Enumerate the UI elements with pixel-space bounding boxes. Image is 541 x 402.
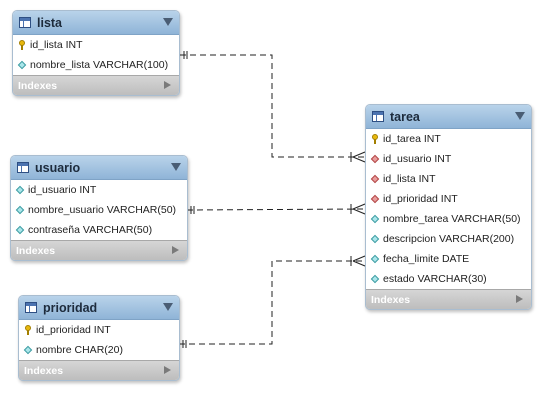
table-icon [25, 302, 37, 313]
table-header[interactable]: usuario [11, 156, 187, 180]
collapse-toggle-icon[interactable] [163, 18, 173, 26]
table-header[interactable]: tarea [366, 105, 531, 129]
table-prioridad[interactable]: prioridad id_prioridad INT nombre CHAR(2… [18, 295, 180, 381]
primary-key-icon [18, 40, 26, 50]
column-diamond-icon [23, 345, 33, 355]
table-icon [17, 162, 29, 173]
expand-arrow-icon[interactable] [164, 366, 171, 374]
column-diamond-icon [370, 254, 380, 264]
column-diamond-icon [370, 234, 380, 244]
collapse-toggle-icon[interactable] [515, 112, 525, 120]
table-title: lista [37, 15, 63, 30]
table-tarea[interactable]: tarea id_tarea INT id_usuario INT id_lis… [365, 104, 532, 310]
table-usuario[interactable]: usuario id_usuario INT nombre_usuario VA… [10, 155, 188, 261]
column-row[interactable]: nombre_usuario VARCHAR(50) [11, 200, 187, 220]
column-row[interactable]: id_tarea INT [366, 129, 531, 149]
column-label: nombre_tarea VARCHAR(50) [383, 213, 521, 225]
table-icon [372, 111, 384, 122]
column-diamond-icon [15, 185, 25, 195]
table-header[interactable]: lista [13, 11, 179, 35]
expand-arrow-icon[interactable] [164, 81, 171, 89]
indexes-label: Indexes [371, 293, 411, 306]
column-label: contraseña VARCHAR(50) [28, 224, 153, 236]
column-row[interactable]: id_lista INT [366, 169, 531, 189]
column-label: descripcion VARCHAR(200) [383, 233, 515, 245]
indexes-label: Indexes [18, 79, 58, 92]
column-row[interactable]: fecha_limite DATE [366, 249, 531, 269]
foreign-key-icon [370, 154, 380, 164]
column-label: nombre_lista VARCHAR(100) [30, 59, 169, 71]
table-lista[interactable]: lista id_lista INT nombre_lista VARCHAR(… [12, 10, 180, 96]
relation-usuario-tarea [186, 203, 366, 215]
column-label: id_prioridad INT [36, 324, 111, 336]
column-label: id_tarea INT [383, 133, 441, 145]
column-diamond-icon [370, 214, 380, 224]
column-label: id_lista INT [30, 39, 83, 51]
column-row[interactable]: nombre_tarea VARCHAR(50) [366, 209, 531, 229]
indexes-section[interactable]: Indexes [19, 360, 179, 380]
column-row[interactable]: id_lista INT [13, 35, 179, 55]
indexes-label: Indexes [16, 244, 56, 257]
indexes-section[interactable]: Indexes [11, 240, 187, 260]
column-diamond-icon [17, 60, 27, 70]
collapse-toggle-icon[interactable] [171, 163, 181, 171]
column-diamond-icon [370, 274, 380, 284]
indexes-section[interactable]: Indexes [13, 75, 179, 95]
column-label: id_prioridad INT [383, 193, 458, 205]
table-title: tarea [390, 109, 420, 124]
column-row[interactable]: nombre_lista VARCHAR(100) [13, 55, 179, 75]
collapse-toggle-icon[interactable] [163, 303, 173, 311]
column-label: id_usuario INT [28, 184, 97, 196]
expand-arrow-icon[interactable] [516, 295, 523, 303]
expand-arrow-icon[interactable] [172, 246, 179, 254]
primary-key-icon [24, 325, 32, 335]
indexes-label: Indexes [24, 364, 64, 377]
table-icon [19, 17, 31, 28]
table-header[interactable]: prioridad [19, 296, 179, 320]
table-title: prioridad [43, 300, 98, 315]
column-label: id_lista INT [383, 173, 436, 185]
primary-key-icon [371, 134, 379, 144]
column-label: nombre_usuario VARCHAR(50) [28, 204, 177, 216]
column-row[interactable]: estado VARCHAR(30) [366, 269, 531, 289]
column-row[interactable]: id_prioridad INT [366, 189, 531, 209]
column-row[interactable]: id_usuario INT [11, 180, 187, 200]
foreign-key-icon [370, 174, 380, 184]
column-row[interactable]: descripcion VARCHAR(200) [366, 229, 531, 249]
column-label: fecha_limite DATE [383, 253, 470, 265]
column-diamond-icon [15, 225, 25, 235]
column-label: id_usuario INT [383, 153, 452, 165]
column-row[interactable]: nombre CHAR(20) [19, 340, 179, 360]
column-row[interactable]: contraseña VARCHAR(50) [11, 220, 187, 240]
indexes-section[interactable]: Indexes [366, 289, 531, 309]
column-row[interactable]: id_usuario INT [366, 149, 531, 169]
table-title: usuario [35, 160, 81, 175]
column-label: estado VARCHAR(30) [383, 273, 487, 285]
column-row[interactable]: id_prioridad INT [19, 320, 179, 340]
relation-lista-tarea [180, 51, 366, 163]
relation-prioridad-tarea [179, 255, 366, 348]
column-diamond-icon [15, 205, 25, 215]
column-label: nombre CHAR(20) [36, 344, 123, 356]
foreign-key-icon [370, 194, 380, 204]
